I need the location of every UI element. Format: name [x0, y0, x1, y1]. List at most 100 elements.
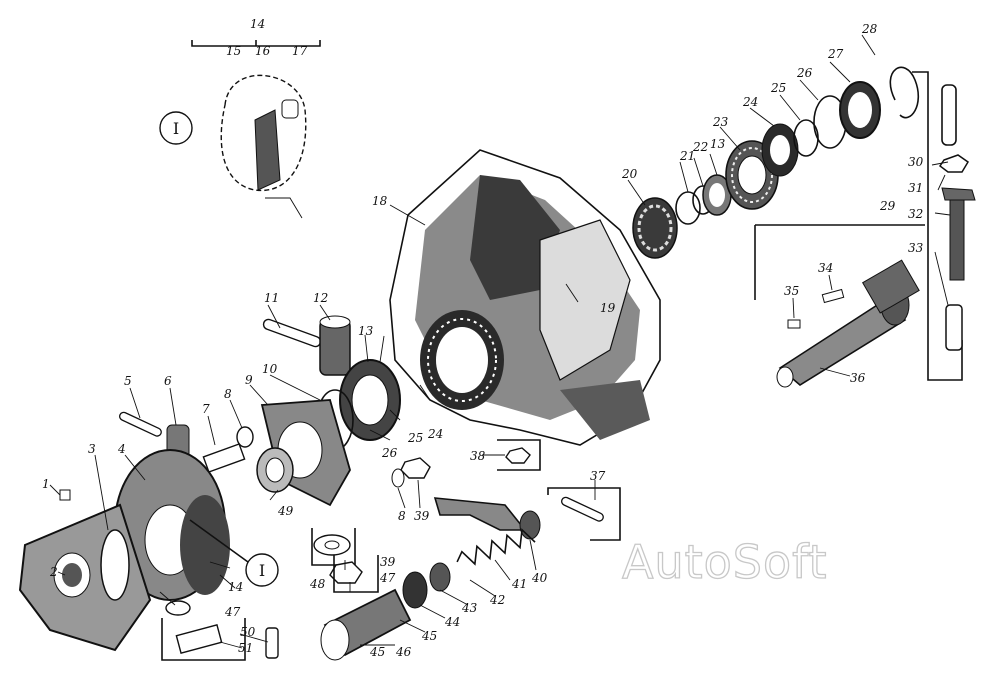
label-43: 43 — [461, 601, 478, 615]
fitting-50 — [265, 627, 279, 659]
label-42: 42 — [489, 593, 505, 607]
label-47-lower: 47 — [379, 571, 396, 585]
label-24-right: 24 — [742, 95, 758, 109]
nut-31 — [938, 154, 970, 173]
label-48: 48 — [309, 577, 326, 591]
label-33: 33 — [908, 241, 924, 255]
spring-41 — [456, 528, 536, 566]
brake-disc-4 — [114, 449, 230, 601]
label-21: 21 — [679, 149, 695, 163]
label-9: 9 — [245, 373, 253, 387]
detail-callout: I — [159, 40, 321, 192]
lever-40 — [433, 497, 541, 540]
label-45-right: 45 — [421, 629, 437, 643]
bolt-32 — [941, 187, 976, 281]
label-13-right: 13 — [710, 137, 726, 151]
label-22: 22 — [692, 140, 708, 154]
label-4: 4 — [117, 442, 126, 456]
label-2: 2 — [49, 565, 58, 579]
key-34 — [821, 288, 845, 304]
label-26-right: 26 — [796, 66, 813, 80]
label-14-lower: 14 — [228, 580, 243, 594]
pin-30 — [941, 84, 957, 146]
fitting-33 — [945, 304, 963, 351]
plate-3 — [100, 529, 130, 601]
label-39-lower: 39 — [380, 555, 396, 569]
label-36: 36 — [850, 371, 866, 385]
label-29: 29 — [879, 199, 896, 213]
label-10: 10 — [262, 362, 278, 376]
label-14: 14 — [250, 17, 265, 31]
collar-44 — [402, 571, 428, 609]
label-47-left: 47 — [224, 605, 241, 619]
label-20: 20 — [621, 167, 638, 181]
label-39-upper: 39 — [414, 509, 430, 523]
pin-11 — [262, 318, 322, 348]
label-51: 51 — [238, 641, 253, 655]
washer-47 — [165, 600, 191, 616]
cylinder-12 — [319, 315, 351, 376]
label-38: 38 — [470, 449, 486, 463]
label-6: 6 — [164, 374, 172, 388]
label-31: 31 — [908, 181, 923, 195]
label-35: 35 — [784, 284, 799, 298]
label-19: 19 — [600, 301, 616, 315]
nut-1 — [59, 489, 71, 501]
label-45-left: 45 — [369, 645, 385, 659]
label-11: 11 — [264, 291, 279, 305]
leader-lines — [49, 34, 951, 649]
label-13-left: 13 — [358, 324, 374, 338]
shaft-bracket — [754, 71, 963, 381]
label-34: 34 — [818, 261, 833, 275]
part-labels: 14 15 16 17 18 19 20 21 22 13 23 24 25 2… — [42, 17, 924, 659]
snap-ring-28 — [889, 66, 920, 119]
label-27: 27 — [827, 47, 844, 61]
label-23: 23 — [712, 115, 729, 129]
label-26-left: 26 — [381, 446, 398, 460]
label-8-upper: 8 — [224, 387, 232, 401]
pin-37 — [547, 487, 621, 541]
callout-marker-bottom-group: I — [189, 519, 279, 587]
callout-marker-bottom: I — [259, 561, 265, 580]
label-41: 41 — [511, 577, 527, 591]
seal-27 — [839, 81, 881, 139]
watermark: AutoSoft — [622, 535, 828, 589]
label-24-left: 24 — [427, 427, 443, 441]
label-25-left: 25 — [407, 431, 423, 445]
clutch-housing — [389, 149, 661, 446]
label-16: 16 — [255, 44, 271, 58]
label-1: 1 — [42, 477, 50, 491]
label-7: 7 — [202, 402, 210, 416]
label-40: 40 — [531, 571, 548, 585]
label-8-lower: 8 — [398, 509, 406, 523]
pin-5 — [119, 411, 162, 437]
key-35 — [787, 319, 801, 329]
label-49: 49 — [277, 504, 294, 518]
callout-marker-top: I — [173, 119, 179, 138]
nut-39-upper — [391, 457, 431, 488]
label-3: 3 — [88, 442, 96, 456]
label-15: 15 — [226, 44, 241, 58]
label-50: 50 — [240, 625, 256, 639]
label-44: 44 — [444, 615, 460, 629]
bolt-7 — [202, 443, 246, 473]
collar-43 — [429, 562, 451, 592]
label-17: 17 — [292, 44, 308, 58]
label-32: 32 — [908, 207, 923, 221]
washer-8 — [236, 426, 254, 448]
nut-38 — [497, 439, 541, 471]
label-37: 37 — [590, 469, 606, 483]
gear-20 — [632, 197, 678, 259]
label-12: 12 — [313, 291, 328, 305]
shaft-45 — [320, 588, 412, 661]
label-5: 5 — [124, 374, 132, 388]
bolt-51 — [161, 618, 246, 661]
washer-13 — [702, 174, 732, 216]
label-46: 46 — [395, 645, 412, 659]
label-30: 30 — [908, 155, 924, 169]
gear-24 — [761, 123, 799, 177]
label-28: 28 — [861, 22, 878, 36]
bushing-49 — [256, 447, 294, 493]
shaft-36 — [776, 259, 920, 388]
